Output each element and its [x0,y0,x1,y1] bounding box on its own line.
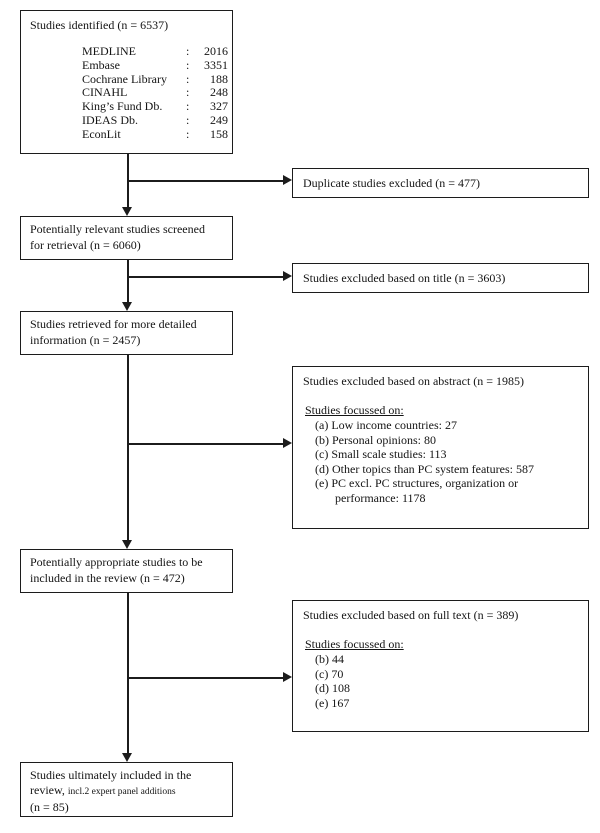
connector-screened-to-retrieved [127,260,129,303]
studies-included-line2-main: review, [30,783,65,797]
excluded-item: (c) 70 [315,666,344,681]
duplicates-excluded-label: Duplicate studies excluded (n = 477) [303,175,481,190]
excluded-item: (d) Other topics than PC system features… [315,461,534,476]
database-count: 327 [210,99,228,114]
database-name: Embase [82,57,120,72]
studies-retrieved-line2: information (n = 2457) [30,332,141,347]
colon-separator: : [186,85,190,100]
database-count: 248 [210,85,228,100]
excluded-item: (e) PC excl. PC structures, organization… [315,476,519,490]
fulltext-excluded-items: (b) 44 (c) 70 (d) 108 (e) 167 [315,652,578,710]
arrowhead-down-icon [122,207,132,216]
studies-identified-title: Studies identified (n = 6537) [30,18,169,32]
arrowhead-right-icon [283,438,292,448]
colon-separator: : [186,71,190,86]
database-row: MEDLINE:2016 [82,44,228,59]
box-abstract-excluded: Studies excluded based on abstract (n = … [292,366,589,529]
box-studies-screened: Potentially relevant studies screened fo… [20,216,233,260]
excluded-item: (a) Low income countries: 27 [315,418,457,432]
database-count: 3351 [204,57,228,72]
connector-appropriate-to-included [127,593,129,754]
database-count: 188 [210,71,228,86]
box-studies-included: Studies ultimately included in the revie… [20,762,233,817]
arrowhead-down-icon [122,753,132,762]
connector-to-fulltext-excluded [127,677,284,679]
colon-separator: : [186,57,190,72]
box-duplicates-excluded: Duplicate studies excluded (n = 477) [292,168,589,198]
box-title-excluded: Studies excluded based on title (n = 360… [292,263,589,293]
database-count-list: MEDLINE:2016 Embase:3351 Cochrane Librar… [82,44,228,142]
database-row: EconLit: 158 [82,126,228,142]
box-fulltext-excluded: Studies excluded based on full text (n =… [292,600,589,732]
colon-separator: : [186,126,190,141]
excluded-item: (c) Small scale studies: 113 [315,447,447,461]
database-count: 2016 [204,44,228,58]
abstract-excluded-subheading: Studies focussed on: [305,403,404,417]
studies-included-line1: Studies ultimately included in the [30,768,192,782]
arrowhead-right-icon [283,175,292,185]
excluded-item: (d) 108 [315,681,350,695]
connector-to-duplicates [127,180,284,182]
arrowhead-right-icon [283,672,292,682]
fulltext-excluded-title: Studies excluded based on full text (n =… [303,608,519,622]
excluded-item: (b) Personal opinions: 80 [315,432,436,447]
box-studies-appropriate: Potentially appropriate studies to be in… [20,549,233,593]
studies-appropriate-line2: included in the review (n = 472) [30,570,185,585]
colon-separator: : [186,99,190,114]
fulltext-excluded-subheading: Studies focussed on: [305,637,404,651]
excluded-item: (e) 167 [315,695,350,710]
arrowhead-down-icon [122,302,132,311]
database-name: King’s Fund Db. [82,99,163,114]
database-row: CINAHL: 248 [82,85,228,100]
abstract-excluded-title: Studies excluded based on abstract (n = … [303,374,525,388]
connector-to-abstract-excluded [127,443,284,445]
title-excluded-label: Studies excluded based on title (n = 360… [303,270,506,285]
database-name: EconLit [82,126,121,141]
studies-retrieved-line1: Studies retrieved for more detailed [30,317,197,331]
arrowhead-right-icon [283,271,292,281]
studies-included-count: (n = 85) [30,800,69,814]
box-studies-identified: Studies identified (n = 6537) MEDLINE:20… [20,10,233,154]
database-count: 249 [210,112,228,127]
database-count: 158 [210,126,228,141]
database-name: CINAHL [82,85,128,100]
studies-appropriate-line1: Potentially appropriate studies to be [30,555,203,569]
studies-included-line2: review, incl.2 expert panel additions [30,783,223,800]
box-studies-retrieved: Studies retrieved for more detailed info… [20,311,233,355]
connector-retrieved-to-appropriate [127,355,129,541]
database-name: IDEAS Db. [82,112,138,127]
expert-panel-note: incl.2 expert panel additions [67,787,176,797]
database-row: IDEAS Db.: 249 [82,112,228,128]
studies-screened-line1: Potentially relevant studies screened [30,222,205,236]
excluded-item-continuation: performance: 1178 [335,490,426,505]
abstract-excluded-items: (a) Low income countries: 27 (b) Persona… [315,418,578,505]
database-row: King’s Fund Db.: 327 [82,99,228,114]
excluded-item: (b) 44 [315,652,344,666]
colon-separator: : [186,44,190,58]
database-name: Cochrane Library [82,71,167,86]
arrowhead-down-icon [122,540,132,549]
database-name: MEDLINE [82,44,136,58]
connector-to-title-excluded [127,276,284,278]
database-row: Embase:3351 [82,57,228,73]
database-row: Cochrane Library: 188 [82,71,228,87]
studies-screened-line2: for retrieval (n = 6060) [30,237,141,252]
colon-separator: : [186,112,190,127]
